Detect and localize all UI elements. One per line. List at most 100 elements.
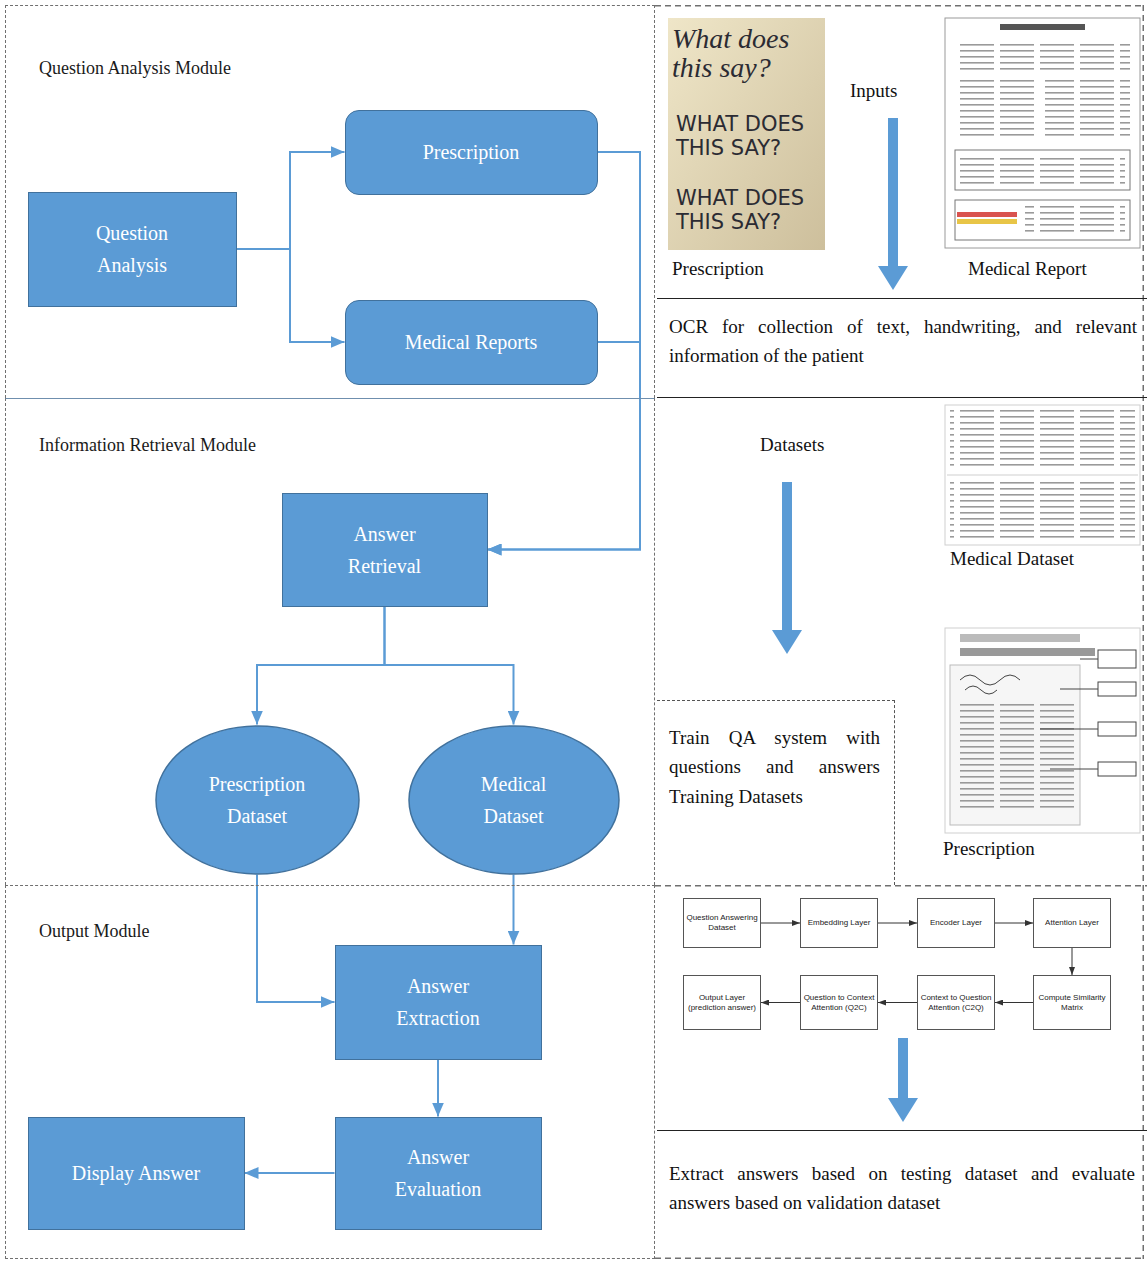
flow-arrow (878, 923, 917, 924)
box-label: Display Answer (72, 1157, 200, 1189)
frame-line (655, 885, 1147, 887)
block-arrow-head (878, 266, 908, 290)
image-caption: Prescription (672, 258, 822, 281)
handwriting-text: WHAT DOES THIS SAY? (676, 112, 821, 160)
module-region: Information Retrieval ModuleAnswer Retri… (5, 398, 655, 885)
box-label: Question Answering Dataset (686, 913, 758, 932)
form-text (955, 700, 1075, 810)
flow-arrow (995, 1002, 1033, 1003)
report-text (955, 80, 1035, 140)
note-box: Extract answers based on testing dataset… (657, 1130, 1147, 1258)
block-arrow-head (772, 630, 802, 654)
box-label: Output Layer (prediction answer) (686, 993, 758, 1012)
block-arrow-head (888, 1098, 918, 1122)
report-text (955, 40, 1130, 70)
report-text (960, 155, 1125, 185)
module-heading: Question Analysis Module (39, 58, 654, 79)
box-label: Answer Retrieval (320, 518, 450, 582)
box-label: Context to Question Attention (C2Q) (920, 993, 992, 1012)
module-heading: Information Retrieval Module (39, 435, 654, 456)
flow-arrow (237, 152, 345, 249)
dataset-ellipse: Prescription Dataset (155, 725, 360, 875)
form-bar (960, 648, 1095, 656)
note-box: OCR for collection of text, handwriting,… (657, 298, 1147, 398)
handwriting-scribble (960, 675, 1020, 694)
frame-line (655, 1258, 1143, 1260)
flow-arrow (761, 1002, 800, 1003)
box-label: Prescription (423, 136, 520, 168)
report-text (1045, 80, 1130, 140)
layer-box: Question Answering Dataset (683, 898, 761, 948)
box-label: Attention Layer (1045, 918, 1099, 928)
layer-box: Question to Context Attention (Q2C) (800, 975, 878, 1030)
box-label: Question to Context Attention (Q2C) (803, 993, 875, 1012)
annotation-box (1098, 762, 1136, 776)
annotation-box (1098, 682, 1136, 696)
layer-box: Output Layer (prediction answer) (683, 975, 761, 1030)
layer-box: Compute Similarity Matrix (1033, 975, 1111, 1030)
process-box: Prescription (345, 110, 598, 195)
ellipse-shape (409, 726, 619, 874)
report-table (955, 150, 1130, 190)
box-label: Answer Extraction (373, 970, 503, 1034)
note-box: Train QA system with questions and answe… (657, 700, 895, 885)
dataset-text (950, 480, 1135, 540)
process-box: Answer Retrieval (282, 493, 488, 607)
report-highlight (957, 219, 1017, 224)
image-caption: Medical Dataset (950, 548, 1140, 571)
block-arrow (888, 118, 898, 268)
ellipse-outline (408, 725, 620, 875)
frame-line (655, 5, 1143, 7)
layer-box: Attention Layer (1033, 898, 1111, 948)
flow-arrow (257, 875, 335, 1003)
dataset-rule (947, 475, 1138, 476)
report-page (945, 18, 1140, 248)
process-box: Answer Evaluation (335, 1117, 542, 1230)
block-arrow (898, 1038, 908, 1100)
box-label: Medical Reports (405, 326, 538, 358)
note-text: Extract answers based on testing dataset… (669, 1159, 1135, 1218)
box-label: Compute Similarity Matrix (1036, 993, 1108, 1012)
note-text: Train QA system with questions and answe… (669, 723, 880, 811)
annotation-box (1098, 722, 1136, 736)
frame-line (1143, 5, 1145, 1259)
block-arrow (782, 482, 792, 632)
module-region: Output ModuleAnswer ExtractionAnswer Eva… (5, 885, 655, 1259)
layer-box: Embedding Layer (800, 898, 878, 948)
report-text (1025, 205, 1125, 235)
ellipse-shape (156, 726, 359, 874)
report-table (955, 200, 1130, 240)
flow-arrow (245, 1172, 335, 1174)
module-heading: Output Module (39, 921, 654, 942)
dataset-text (950, 410, 1135, 470)
flow-arrow (1072, 948, 1073, 975)
report-title-bar (1000, 24, 1085, 30)
arrow-caption: Datasets (760, 434, 870, 457)
note-text: OCR for collection of text, handwriting,… (669, 312, 1137, 371)
dataset-table-image (945, 405, 1140, 545)
process-box: Answer Extraction (335, 945, 542, 1060)
box-label: Medical Dataset (449, 768, 579, 832)
flow-arrow (437, 1060, 439, 1117)
module-region: Question Analysis ModuleQuestion Analysi… (5, 5, 655, 398)
flow-arrow (385, 607, 514, 725)
form-bar (960, 634, 1080, 642)
report-highlight (957, 212, 1017, 217)
box-label: Prescription Dataset (192, 768, 322, 832)
layer-box: Encoder Layer (917, 898, 995, 948)
process-box: Medical Reports (345, 300, 598, 385)
flow-arrow (761, 923, 800, 924)
flow-arrow (257, 607, 385, 725)
box-label: Answer Evaluation (373, 1141, 503, 1205)
box-label: Question Analysis (67, 217, 197, 281)
arrow-caption: Inputs (850, 80, 940, 103)
box-label: Embedding Layer (808, 918, 871, 928)
process-box: Display Answer (28, 1117, 245, 1230)
dataset-ellipse: Medical Dataset (408, 725, 620, 875)
ellipse-outline (155, 725, 360, 875)
layer-box: Context to Question Attention (C2Q) (917, 975, 995, 1030)
flow-arrow (237, 249, 345, 342)
prescription-image (945, 628, 1140, 833)
flow-arrow (995, 923, 1033, 924)
